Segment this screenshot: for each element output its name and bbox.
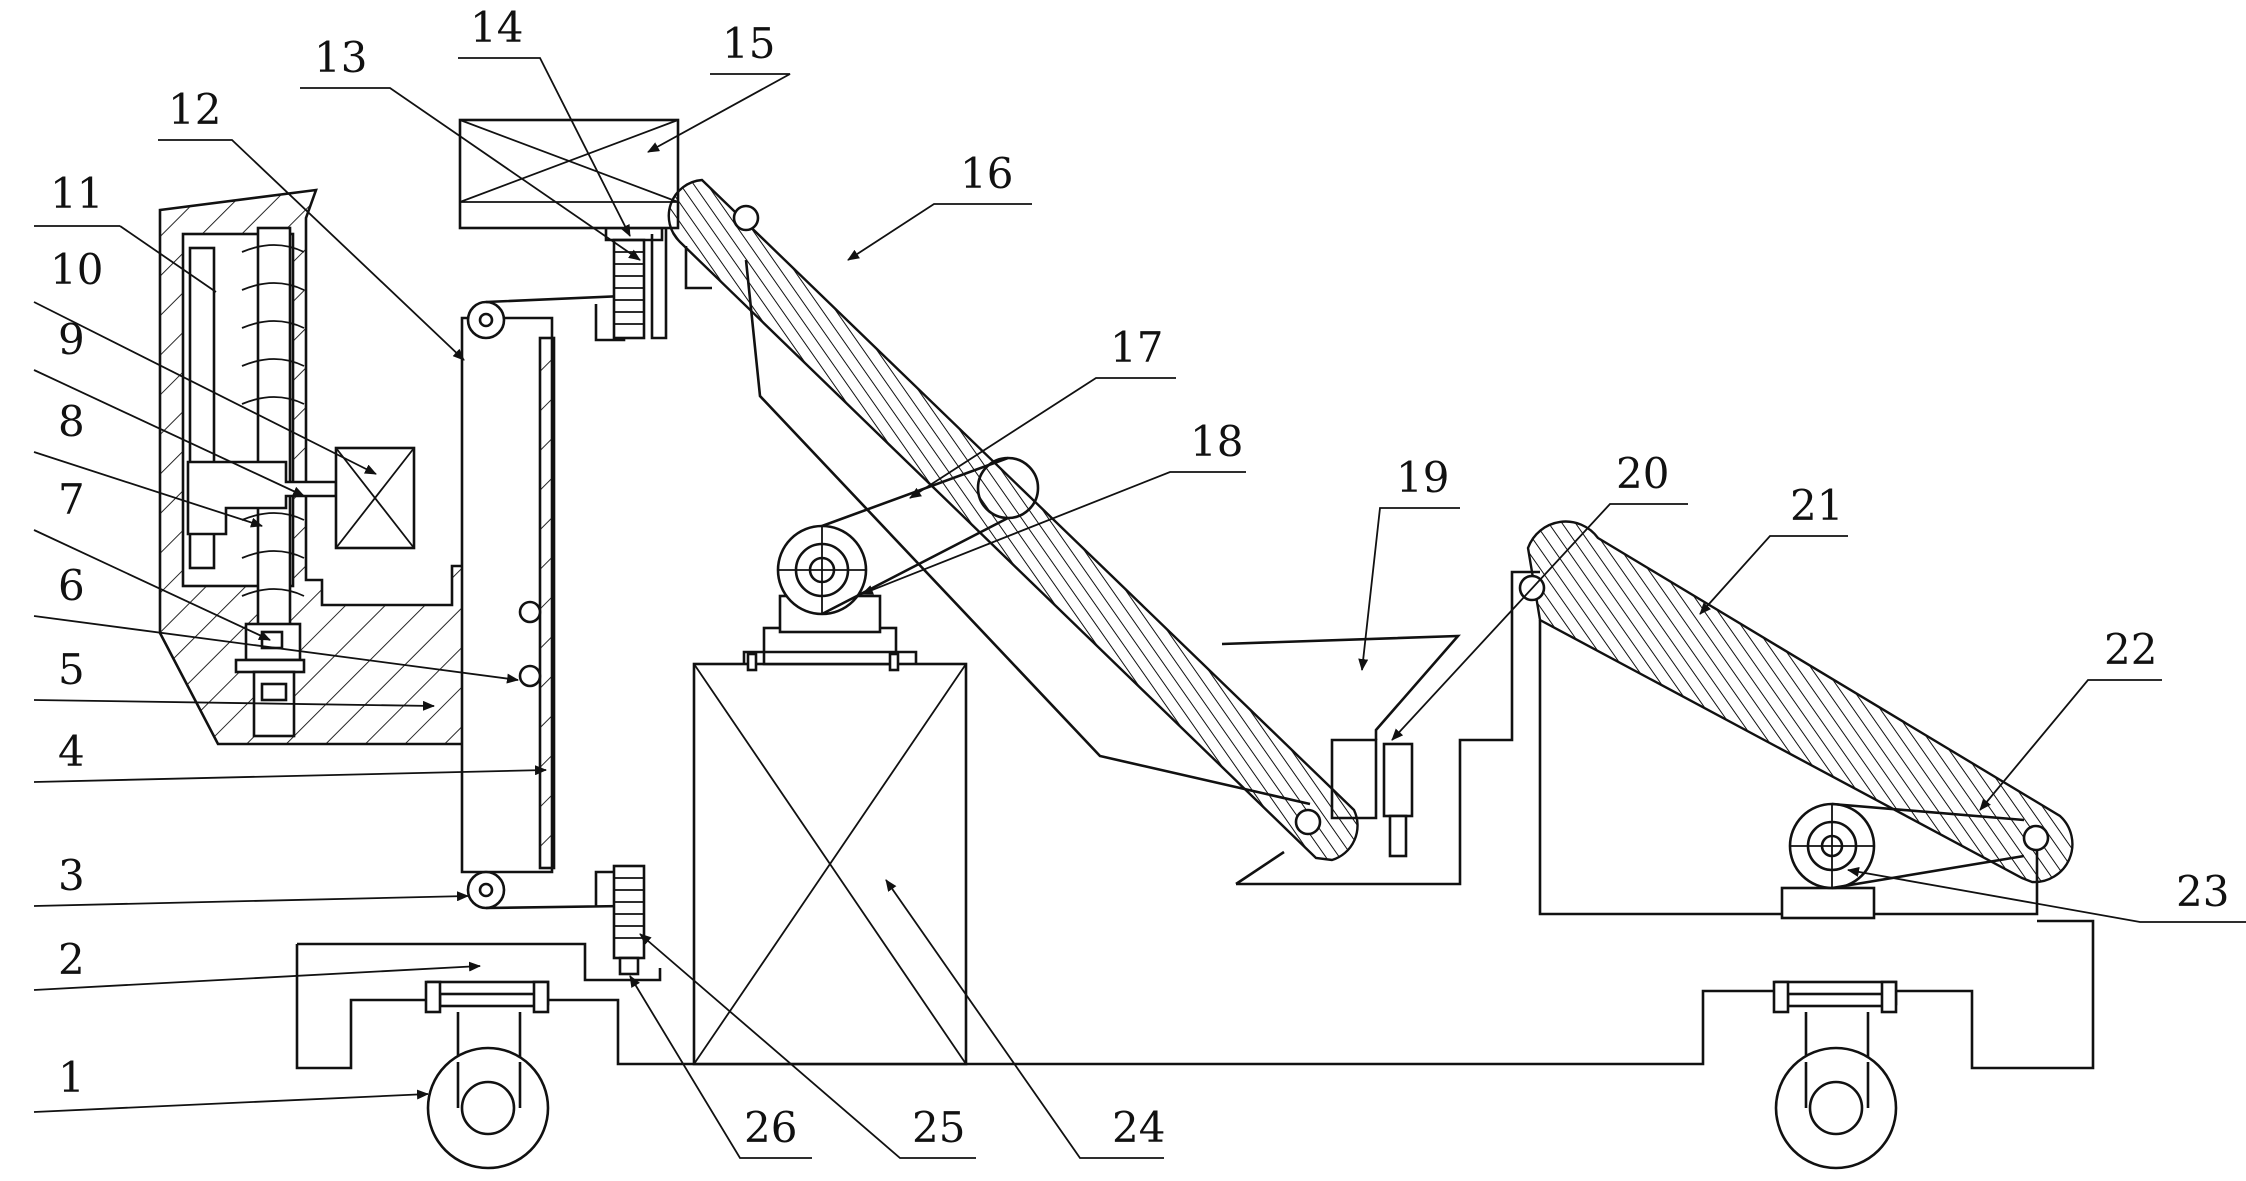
leader-lines (33, 57, 2246, 1159)
label-21: 21 (1790, 481, 1843, 530)
label-18: 18 (1190, 417, 1243, 466)
part-labels: 1 2 3 4 5 6 7 8 9 10 11 12 13 14 15 16 1… (50, 3, 2229, 1152)
left-wheel (424, 980, 550, 1170)
right-wheel (1772, 980, 1898, 1170)
right-frame (1518, 520, 2074, 920)
label-9: 9 (58, 315, 85, 364)
label-6: 6 (58, 561, 85, 610)
label-16: 16 (960, 149, 1013, 198)
label-25: 25 (912, 1103, 965, 1152)
label-13: 13 (314, 33, 367, 82)
inclined-conveyor (667, 178, 1359, 862)
vertical-frame (460, 226, 668, 976)
label-7: 7 (58, 475, 85, 524)
label-12: 12 (168, 85, 221, 134)
label-23: 23 (2176, 867, 2229, 916)
label-24: 24 (1112, 1103, 1165, 1152)
left-housing (158, 188, 508, 746)
label-8: 8 (58, 397, 85, 446)
central-box (692, 626, 968, 1066)
label-19: 19 (1396, 453, 1449, 502)
cart-frame (295, 919, 2095, 1070)
label-20: 20 (1616, 449, 1669, 498)
label-2: 2 (58, 935, 85, 984)
label-26: 26 (744, 1103, 797, 1152)
label-11: 11 (50, 169, 103, 218)
hopper (1221, 570, 1540, 886)
label-5: 5 (58, 645, 85, 694)
label-10: 10 (50, 245, 103, 294)
label-4: 4 (58, 727, 85, 776)
top-box (458, 118, 680, 230)
label-1: 1 (58, 1053, 85, 1102)
label-22: 22 (2104, 625, 2157, 674)
label-3: 3 (58, 851, 85, 900)
label-14: 14 (470, 3, 523, 52)
label-17: 17 (1110, 323, 1163, 372)
label-15: 15 (722, 19, 775, 68)
